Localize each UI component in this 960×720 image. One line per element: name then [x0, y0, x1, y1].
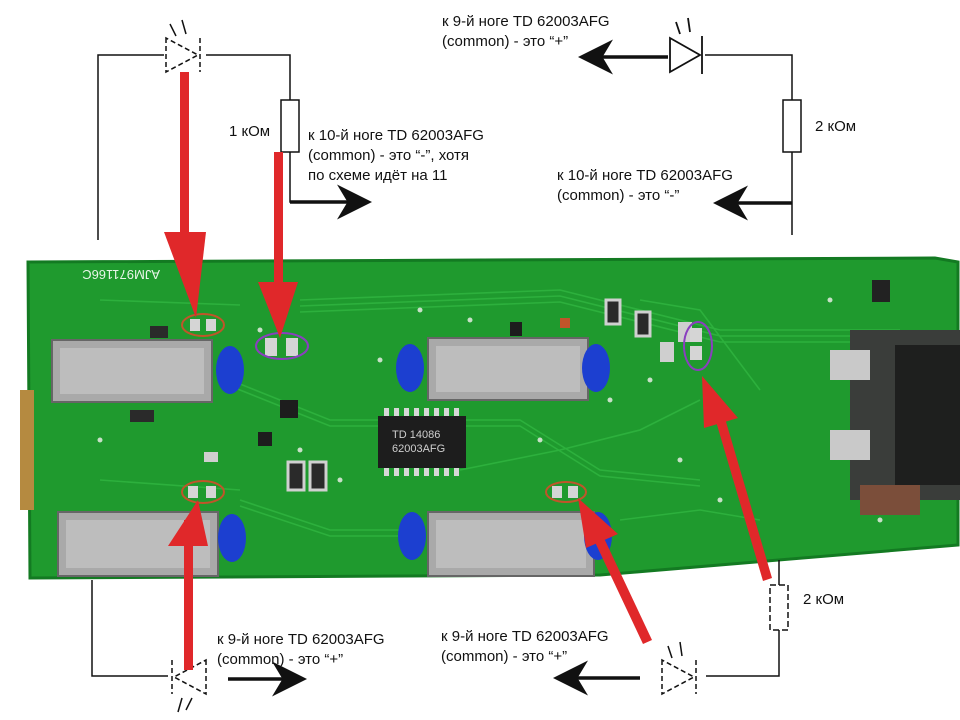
- resistor-top-right: [782, 99, 802, 153]
- led-pad-top-second: [255, 332, 309, 360]
- top-left-note-line2: (common) - это “-”, хотя: [308, 147, 470, 164]
- silkscreen-code: AJM971166C: [82, 267, 160, 282]
- switch-bottom-mid: [427, 511, 595, 577]
- bottom-right-plus-line2: (common) - это “+”: [441, 648, 568, 665]
- bottom-left-plus-line2: (common) - это “+”: [217, 651, 344, 668]
- led-pad-bottom-left: [181, 480, 225, 504]
- led-pad-top-left: [181, 313, 225, 337]
- black-arrows: [228, 39, 792, 697]
- led-pad-top-right: [683, 321, 713, 371]
- resistor-top-left: [280, 99, 300, 153]
- switch-top-mid: [427, 337, 589, 401]
- resistor-bottom-right: [769, 584, 789, 631]
- top-left-note-line1: к 10-й ноге TD 62003AFG: [308, 127, 484, 144]
- top-right-minus-line1: к 10-й ноге TD 62003AFG: [557, 167, 733, 184]
- resistor-label-2kohm-bottom: 2 кОм: [803, 591, 845, 608]
- resistor-label-1kohm: 1 кОм: [229, 123, 271, 140]
- led-symbol-top-right: [669, 17, 703, 74]
- red-arrows: [164, 72, 772, 670]
- chip-marking-line1: TD 14086: [392, 429, 440, 441]
- top-left-note-line3: по схеме идёт на 11: [308, 167, 448, 184]
- led-symbol-top-left: [165, 19, 201, 74]
- schematic-wires: [91, 54, 793, 677]
- smd-components: [130, 298, 692, 492]
- bottom-right-plus-line1: к 9-й ноге TD 62003AFG: [441, 628, 609, 645]
- top-right-plus-line2: (common) - это “+”: [442, 33, 569, 50]
- top-right-minus-line2: (common) - это “-”: [557, 187, 680, 204]
- top-right-plus-line1: к 9-й ноге TD 62003AFG: [442, 13, 610, 30]
- bottom-left-plus-line1: к 9-й ноге TD 62003AFG: [217, 631, 385, 648]
- resistor-label-2kohm-top: 2 кОм: [815, 118, 857, 135]
- ic-chip: TD 14086 62003AFG: [378, 408, 466, 476]
- switch-top-left: [51, 339, 213, 403]
- led-symbol-bottom-right: [661, 641, 697, 696]
- chip-marking-line2: 62003AFG: [392, 443, 445, 455]
- led-pad-bottom-mid: [545, 481, 587, 503]
